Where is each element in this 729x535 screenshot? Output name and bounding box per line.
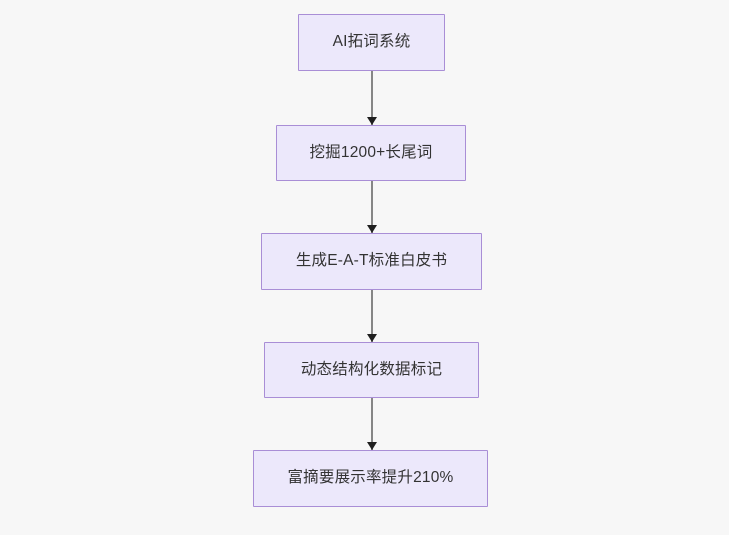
flow-node-label: 挖掘1200+长尾词 <box>309 143 433 161</box>
arrowhead-icon <box>366 333 377 342</box>
flow-node-dynamic-structured-data[interactable]: 动态结构化数据标记 <box>264 342 479 398</box>
arrowhead-icon <box>366 116 377 125</box>
flow-node-ai-keyword-system[interactable]: AI拓词系统 <box>298 14 445 71</box>
flow-node-label: 生成E-A-T标准白皮书 <box>295 252 448 270</box>
edge-line <box>371 71 373 125</box>
arrowhead-icon <box>366 224 377 233</box>
edge-line <box>371 290 373 342</box>
flow-node-label: 动态结构化数据标记 <box>300 360 443 378</box>
edge-line <box>371 398 373 450</box>
flow-node-label: 富摘要展示率提升210% <box>287 469 454 487</box>
edge-line <box>371 181 373 233</box>
flow-node-generate-eat-whitepaper[interactable]: 生成E-A-T标准白皮书 <box>261 233 482 290</box>
flow-node-label: AI拓词系统 <box>332 33 411 51</box>
arrowhead-icon <box>366 441 377 450</box>
flow-node-rich-snippet-uplift[interactable]: 富摘要展示率提升210% <box>253 450 488 507</box>
flow-node-mine-longtail-keywords[interactable]: 挖掘1200+长尾词 <box>276 125 466 181</box>
